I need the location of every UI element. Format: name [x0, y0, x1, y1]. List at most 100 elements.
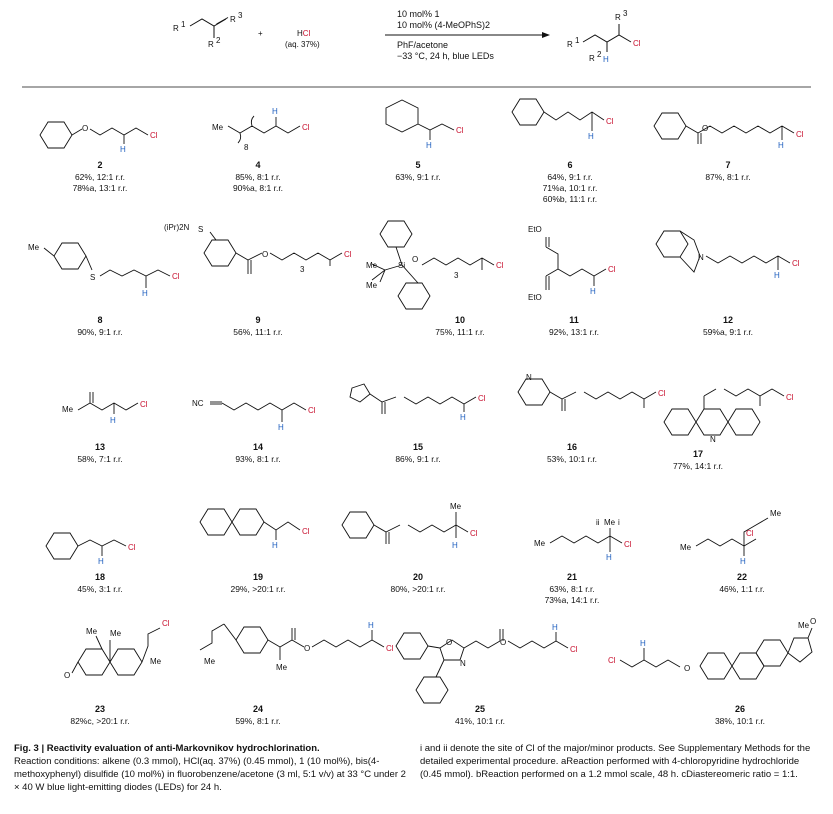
svg-text:3: 3 — [454, 271, 459, 280]
svg-text:Me: Me — [204, 657, 216, 666]
result-line: 78%a, 13:1 r.r. — [73, 183, 128, 193]
svg-text:Cl: Cl — [746, 529, 754, 538]
svg-text:90%, 9:1 r.r.: 90%, 9:1 r.r. — [77, 327, 122, 337]
figure-title: Fig. 3 | Reactivity evaluation of anti-M… — [14, 743, 320, 754]
structure-2 — [39, 121, 149, 149]
svg-text:O: O — [810, 617, 816, 626]
svg-text:63%, 8:1 r.r.: 63%, 8:1 r.r. — [549, 584, 594, 594]
svg-text:S: S — [198, 225, 203, 234]
svg-text:85%, 8:1 r.r.: 85%, 8:1 r.r. — [235, 172, 280, 182]
svg-text:Me: Me — [86, 627, 98, 636]
compound-2: 2 62%, 12:1 r.r. 78%a, 13:1 r.r. — [73, 160, 128, 193]
svg-text:Me: Me — [212, 123, 224, 132]
svg-text:O: O — [262, 250, 268, 259]
svg-text:N: N — [460, 659, 466, 668]
compound-7: 7 87%, 8:1 r.r. — [705, 160, 750, 182]
svg-text:6: 6 — [567, 160, 572, 170]
svg-text:Cl: Cl — [792, 259, 800, 268]
svg-text:64%, 9:1 r.r.: 64%, 9:1 r.r. — [547, 172, 592, 182]
svg-text:7: 7 — [725, 160, 730, 170]
svg-text:H: H — [452, 541, 458, 550]
condition-line-4: −33 °C, 24 h, blue LEDs — [397, 51, 494, 61]
svg-text:53%, 10:1 r.r.: 53%, 10:1 r.r. — [547, 454, 597, 464]
svg-text:24: 24 — [253, 704, 263, 714]
svg-text:21: 21 — [567, 572, 577, 582]
svg-text:17: 17 — [693, 449, 703, 459]
svg-text:R: R — [615, 13, 621, 22]
compound-16: 16 53%, 10:1 r.r. — [547, 442, 597, 464]
condition-line-3: PhF/acetone — [397, 40, 449, 50]
svg-text:H: H — [552, 623, 558, 632]
svg-text:Cl: Cl — [308, 406, 316, 415]
plus-sign: + — [258, 29, 263, 38]
svg-text:22: 22 — [737, 572, 747, 582]
svg-text:N: N — [698, 253, 704, 262]
compound-20: 20 80%, >20:1 r.r. — [390, 572, 445, 594]
structure-11 — [545, 237, 607, 290]
svg-text:H: H — [278, 423, 284, 432]
svg-text:ii: ii — [596, 518, 600, 527]
svg-text:Me: Me — [276, 663, 288, 672]
structure-12 — [655, 230, 791, 273]
svg-text:O: O — [684, 664, 690, 673]
compound-9: 9 56%, 11:1 r.r. — [233, 315, 282, 337]
product-general — [582, 24, 632, 52]
compound-5: 5 63%, 9:1 r.r. — [395, 160, 440, 182]
figure-caption-left: Fig. 3 | Reactivity evaluation of anti-M… — [14, 742, 406, 794]
svg-text:Cl: Cl — [658, 389, 666, 398]
svg-text:Cl: Cl — [608, 265, 616, 274]
svg-text:41%, 10:1 r.r.: 41%, 10:1 r.r. — [455, 716, 505, 726]
svg-text:11: 11 — [569, 315, 579, 325]
svg-text:R: R — [567, 40, 573, 49]
svg-text:Cl: Cl — [386, 644, 394, 653]
svg-text:H: H — [120, 145, 126, 154]
svg-text:77%, 14:1 r.r.: 77%, 14:1 r.r. — [673, 461, 723, 471]
svg-text:(iPr)2N: (iPr)2N — [164, 223, 190, 232]
r3-label: R — [230, 15, 236, 24]
compound-23: 23 82%c, >20:1 r.r. — [70, 704, 129, 726]
svg-text:H: H — [426, 141, 432, 150]
svg-text:82%c, >20:1 r.r.: 82%c, >20:1 r.r. — [70, 716, 129, 726]
svg-text:H: H — [778, 141, 784, 150]
svg-text:Me: Me — [28, 243, 40, 252]
svg-text:N: N — [526, 373, 532, 382]
structure-26 — [619, 627, 813, 680]
svg-text:23: 23 — [95, 704, 105, 714]
svg-text:92%, 13:1 r.r.: 92%, 13:1 r.r. — [549, 327, 599, 337]
svg-text:63%, 9:1 r.r.: 63%, 9:1 r.r. — [395, 172, 440, 182]
compound-26: 26 38%, 10:1 r.r. — [715, 704, 765, 726]
structure-10 — [371, 220, 495, 310]
svg-text:H: H — [740, 557, 746, 566]
arrowhead-icon — [542, 32, 550, 38]
svg-text:Me: Me — [450, 502, 462, 511]
svg-text:Cl: Cl — [302, 527, 310, 536]
figure-caption-right: i and ii denote the site of Cl of the ma… — [420, 743, 811, 780]
svg-text:56%, 11:1 r.r.: 56%, 11:1 r.r. — [233, 327, 282, 337]
svg-text:H: H — [606, 553, 612, 562]
structure-8 — [43, 242, 171, 288]
compound-13: 13 58%, 7:1 r.r. — [77, 442, 122, 464]
compound-10: 10 75%, 11:1 r.r. — [435, 315, 484, 337]
svg-text:1: 1 — [181, 20, 186, 29]
svg-text:93%, 8:1 r.r.: 93%, 8:1 r.r. — [235, 454, 280, 464]
svg-text:10: 10 — [455, 315, 465, 325]
svg-text:86%, 9:1 r.r.: 86%, 9:1 r.r. — [395, 454, 440, 464]
svg-text:12: 12 — [723, 315, 733, 325]
compound-22: 22 46%, 1:1 r.r. — [719, 572, 764, 594]
structure-16 — [517, 378, 657, 411]
svg-text:H: H — [98, 557, 104, 566]
svg-text:Me: Me — [604, 518, 616, 527]
svg-text:46%, 1:1 r.r.: 46%, 1:1 r.r. — [719, 584, 764, 594]
svg-text:H: H — [640, 639, 646, 648]
compound-21: 21 63%, 8:1 r.r. 73%a, 14:1 r.r. — [545, 572, 600, 605]
svg-text:Cl: Cl — [624, 540, 632, 549]
svg-text:Cl: Cl — [344, 250, 352, 259]
reactant-alkene — [189, 17, 229, 38]
svg-text:Cl: Cl — [633, 39, 641, 48]
svg-text:15: 15 — [413, 442, 423, 452]
svg-text:2: 2 — [216, 36, 221, 45]
compound-12: 12 59%a, 9:1 r.r. — [703, 315, 753, 337]
svg-text:26: 26 — [735, 704, 745, 714]
svg-text:13: 13 — [95, 442, 105, 452]
compound-25: 25 41%, 10:1 r.r. — [455, 704, 505, 726]
